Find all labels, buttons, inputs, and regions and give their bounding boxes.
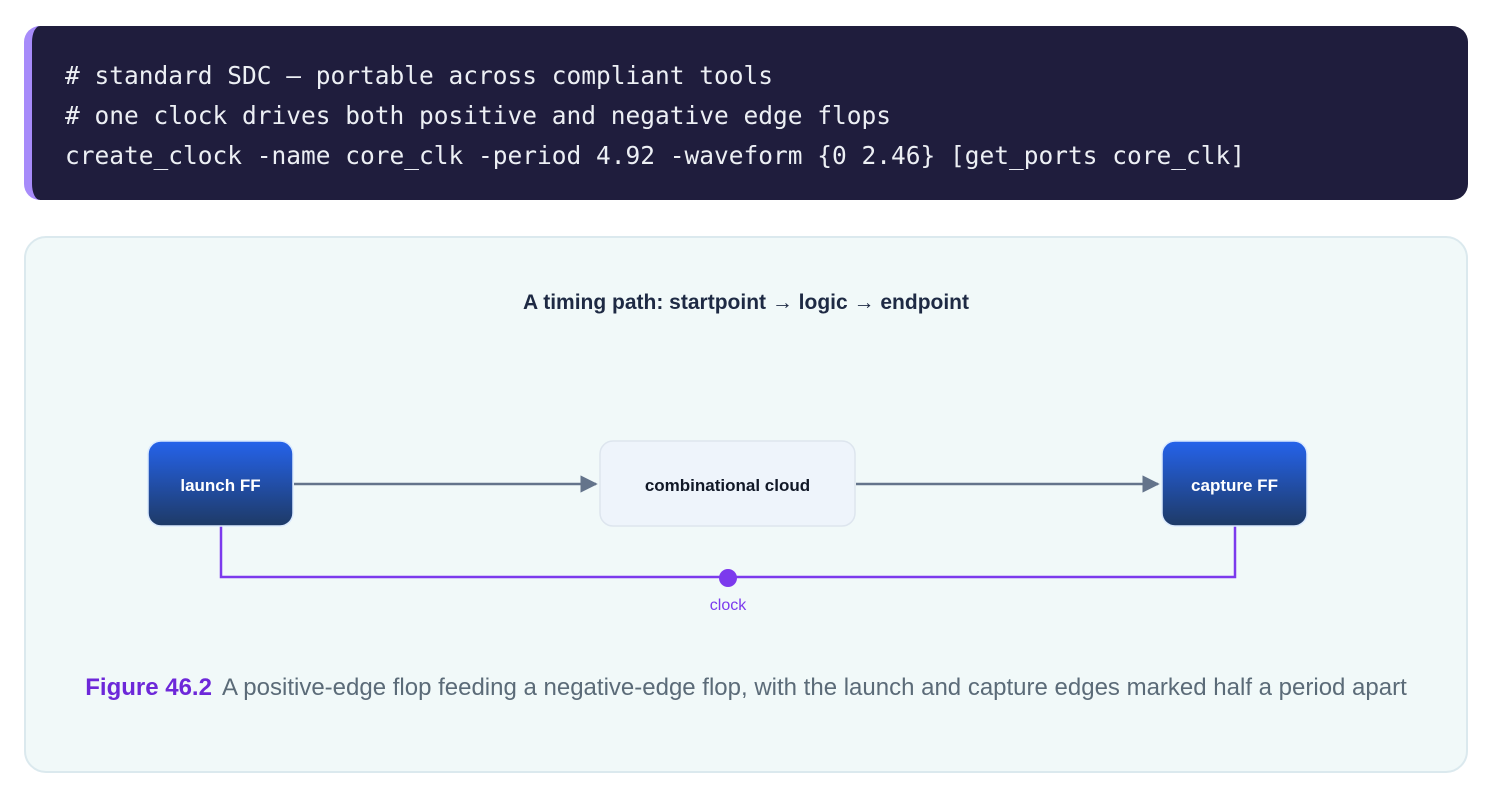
figure-caption-text: A positive-edge flop feeding a negative-… [221,674,1407,701]
code-line-comment-2: # one clock drives both positive and neg… [65,101,892,130]
code-block: # standard SDC — portable across complia… [24,26,1468,200]
launch-ff-node: launch FF [147,440,294,527]
figure-caption: Figure 46.2 A positive-edge flop feeding … [24,666,1468,710]
combinational-cloud-node: combinational cloud [599,440,856,527]
launch-ff-label: launch FF [180,476,260,495]
capture-ff-label: capture FF [1191,476,1278,495]
figure-number: Figure 46.2 [85,674,212,701]
clock-source-dot [719,569,737,587]
code-line-comment-1: # standard SDC — portable across complia… [65,61,774,90]
capture-ff-node: capture FF [1161,440,1308,527]
combinational-cloud-label: combinational cloud [645,476,810,495]
diagram-title: A timing path: startpoint → logic → endp… [523,291,969,314]
code-line-create-clock: create_clock -name core_clk -period 4.92… [65,141,1246,170]
timing-path-diagram: A timing path: startpoint → logic → endp… [147,291,1308,614]
clock-label: clock [710,597,747,614]
